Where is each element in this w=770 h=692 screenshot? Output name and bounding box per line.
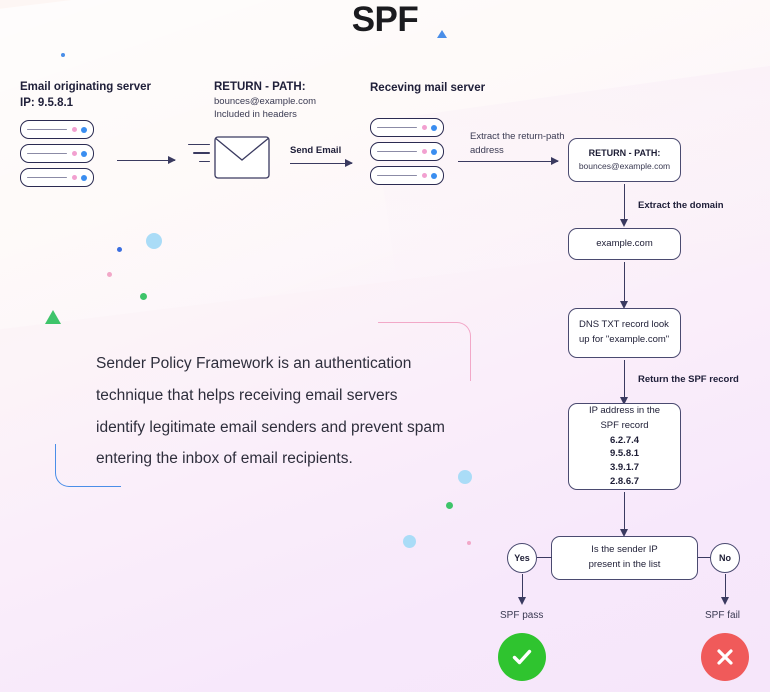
decision-line2: present in the list bbox=[588, 559, 661, 570]
decor-circle-lightblue-2 bbox=[458, 470, 472, 484]
return-path-note-included: Included in headers bbox=[214, 109, 297, 120]
flow-box-return-path: RETURN - PATH: bounces@example.com bbox=[568, 138, 681, 182]
decor-triangle-blue bbox=[437, 30, 447, 38]
arrow-to-spf-record bbox=[619, 360, 630, 405]
decor-bracket-pink bbox=[378, 322, 471, 381]
edge-label-return-spf-record: Return the SPF record bbox=[638, 374, 739, 385]
dns-box-line2: up for "example.com" bbox=[579, 334, 670, 345]
server-unit bbox=[370, 166, 444, 185]
server-unit bbox=[370, 118, 444, 137]
flow-box-domain: example.com bbox=[568, 228, 681, 260]
spf-record-line2: SPF record bbox=[600, 419, 649, 431]
originating-server-label: Email originating server bbox=[20, 81, 152, 93]
decision-no-node: No bbox=[710, 543, 740, 573]
arrow-send-email bbox=[290, 158, 353, 169]
decor-triangle-green bbox=[45, 310, 61, 324]
arrow-server-to-envelope bbox=[117, 155, 176, 166]
server-unit bbox=[20, 144, 94, 163]
decision-box-sender-ip: Is the sender IP present in the list bbox=[551, 536, 698, 580]
check-icon bbox=[512, 649, 532, 665]
arrow-extract-return-path bbox=[458, 156, 559, 167]
yes-label: Yes bbox=[514, 553, 530, 563]
decor-dot-blue-small bbox=[61, 53, 65, 57]
originating-server-ip: IP: 9.5.8.1 bbox=[20, 97, 74, 109]
decor-dot-pink bbox=[107, 272, 112, 277]
send-email-label: Send Email bbox=[290, 145, 342, 156]
decor-bracket-blue bbox=[55, 444, 121, 487]
arrow-yes-to-pass bbox=[517, 574, 528, 605]
server-rack-icon-receiver bbox=[370, 118, 444, 190]
return-path-note-heading: RETURN - PATH: bbox=[214, 81, 306, 93]
return-path-box-address: bounces@example.com bbox=[578, 161, 671, 172]
server-unit bbox=[20, 168, 94, 187]
server-unit bbox=[370, 142, 444, 161]
cross-icon bbox=[717, 649, 733, 665]
dns-box-line1: DNS TXT record look bbox=[579, 319, 669, 331]
no-label: No bbox=[719, 553, 731, 563]
spf-pass-badge bbox=[498, 633, 546, 681]
decor-dot-green bbox=[140, 293, 147, 300]
decor-dot-pink-2 bbox=[467, 541, 471, 545]
spf-record-line1: IP address in the bbox=[588, 405, 661, 417]
arrow-to-dns-lookup bbox=[619, 262, 630, 309]
decor-circle-lightblue bbox=[146, 233, 162, 249]
connector-decision-no bbox=[698, 557, 711, 559]
page-title: SPF bbox=[351, 0, 419, 39]
decor-dot-blue-mid bbox=[117, 247, 122, 252]
return-path-box-title: RETURN - PATH: bbox=[588, 147, 661, 158]
flow-box-spf-record: IP address in the SPF record 6.2.7.4 9.5… bbox=[568, 403, 681, 490]
envelope-glyph bbox=[214, 136, 270, 179]
edge-label-extract-domain: Extract the domain bbox=[638, 200, 724, 211]
decor-circle-lightblue-3 bbox=[403, 535, 416, 548]
envelope-speed-lines bbox=[188, 144, 210, 169]
decision-yes-node: Yes bbox=[507, 543, 537, 573]
server-unit bbox=[20, 120, 94, 139]
description-paragraph: Sender Policy Framework is an authentica… bbox=[96, 355, 445, 468]
spf-record-ip: 9.5.8.1 bbox=[609, 448, 640, 460]
connector-decision-yes bbox=[537, 557, 552, 559]
arrow-no-to-fail bbox=[720, 574, 731, 605]
arrow-to-domain bbox=[619, 184, 630, 227]
domain-box-text: example.com bbox=[596, 237, 653, 249]
spf-fail-label: SPF fail bbox=[705, 610, 741, 621]
decision-line1: Is the sender IP bbox=[591, 544, 658, 556]
spf-fail-badge bbox=[701, 633, 749, 681]
spf-record-ip: 3.9.1.7 bbox=[609, 462, 640, 474]
server-rack-icon bbox=[20, 120, 94, 192]
arrow-to-decision bbox=[619, 492, 630, 537]
receiving-server-label: Receving mail server bbox=[370, 82, 486, 94]
flow-box-dns-lookup: DNS TXT record look up for "example.com" bbox=[568, 308, 681, 358]
edge-label-extract-return-path: Extract the return-path address bbox=[470, 131, 565, 157]
envelope-icon bbox=[188, 136, 270, 184]
spf-pass-label: SPF pass bbox=[500, 610, 544, 621]
decor-dot-green-2 bbox=[446, 502, 453, 509]
spf-record-ip: 6.2.7.4 bbox=[609, 434, 640, 446]
return-path-note-address: bounces@example.com bbox=[214, 96, 317, 107]
spf-record-ip: 2.8.6.7 bbox=[609, 475, 640, 487]
